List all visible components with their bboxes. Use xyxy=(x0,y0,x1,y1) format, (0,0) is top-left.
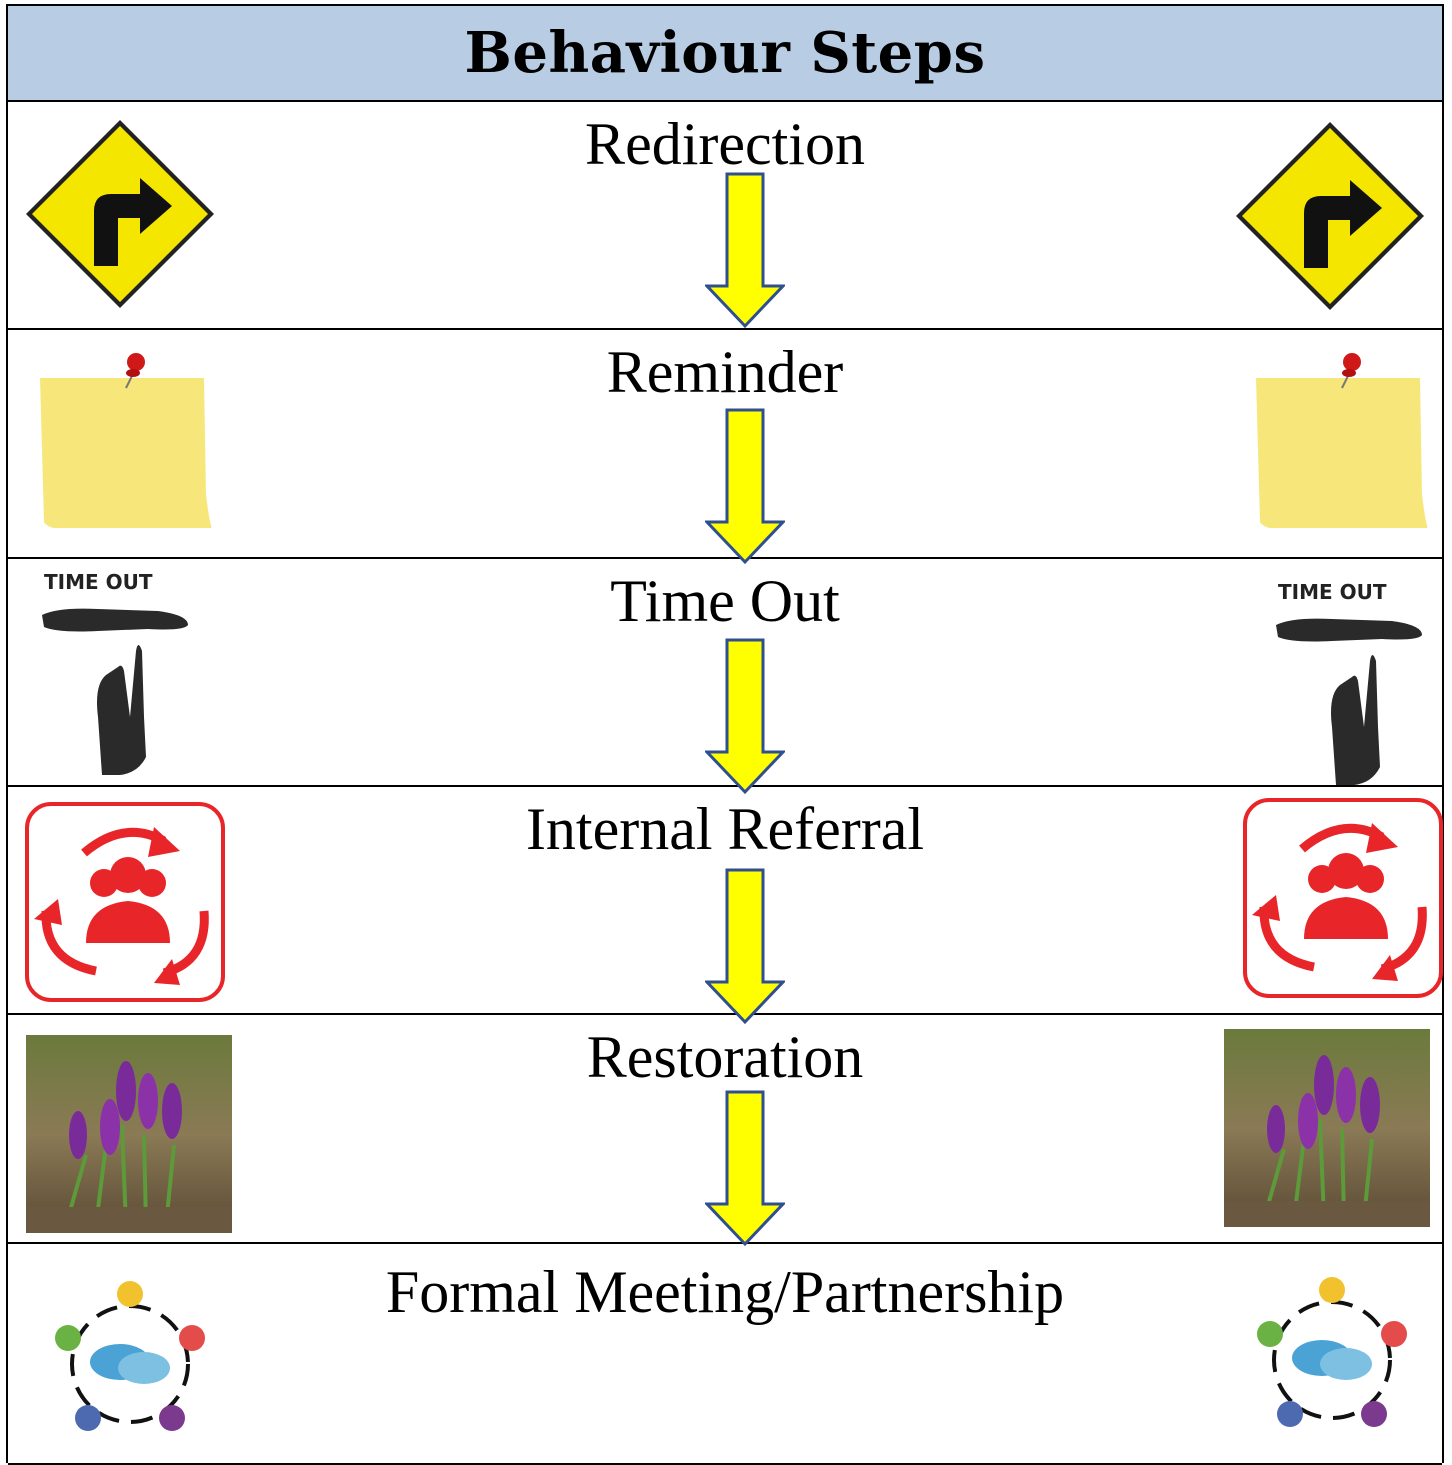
step-row-formal-meeting: Formal Meeting/Partnership xyxy=(8,1244,1442,1465)
time-out-icon-text: TIME OUT xyxy=(44,570,153,594)
page-title: Behaviour Steps xyxy=(464,20,986,86)
down-arrow-4 xyxy=(705,868,785,1025)
down-arrow-1 xyxy=(705,172,785,329)
step-label: Time Out xyxy=(610,568,840,634)
crocus-flowers-photo xyxy=(1224,1029,1430,1227)
referral-people-cycle-icon xyxy=(1243,798,1443,998)
sticky-note-pin-icon xyxy=(40,353,212,528)
time-out-icon-text: TIME OUT xyxy=(1278,580,1387,604)
step-label: Formal Meeting/Partnership xyxy=(385,1259,1065,1325)
step-label: Redirection xyxy=(585,111,865,177)
step-label: Reminder xyxy=(606,339,844,405)
title-bar: Behaviour Steps xyxy=(8,6,1442,102)
sticky-note-pin-icon xyxy=(1256,353,1428,528)
meeting-circle-icon xyxy=(1257,1277,1407,1427)
time-out-hands-icon: TIME OUT xyxy=(42,570,188,775)
step-row-internal-referral: Internal Referral xyxy=(8,787,1443,1015)
turn-right-road-sign-icon xyxy=(1236,122,1424,310)
meeting-circle-icon xyxy=(55,1281,205,1431)
crocus-flowers-photo xyxy=(26,1035,232,1233)
step-label: Internal Referral xyxy=(525,796,925,862)
step-row-restoration: Restoration xyxy=(8,1015,1442,1244)
down-arrow-5 xyxy=(705,1090,785,1247)
step-row-time-out: Time Out TIME OUT TIME OUT xyxy=(8,559,1442,787)
step-row-redirection: Redirection xyxy=(8,102,1442,330)
step-row-reminder: Reminder xyxy=(8,330,1442,559)
down-arrow-3 xyxy=(705,638,785,795)
down-arrow-2 xyxy=(705,408,785,565)
step-label: Restoration xyxy=(586,1024,864,1090)
referral-people-cycle-icon xyxy=(25,802,225,1002)
behaviour-steps-chart: Behaviour Steps Redirection Reminder xyxy=(6,4,1444,1465)
time-out-hands-icon: TIME OUT xyxy=(1276,580,1422,785)
turn-right-road-sign-icon xyxy=(26,120,214,308)
